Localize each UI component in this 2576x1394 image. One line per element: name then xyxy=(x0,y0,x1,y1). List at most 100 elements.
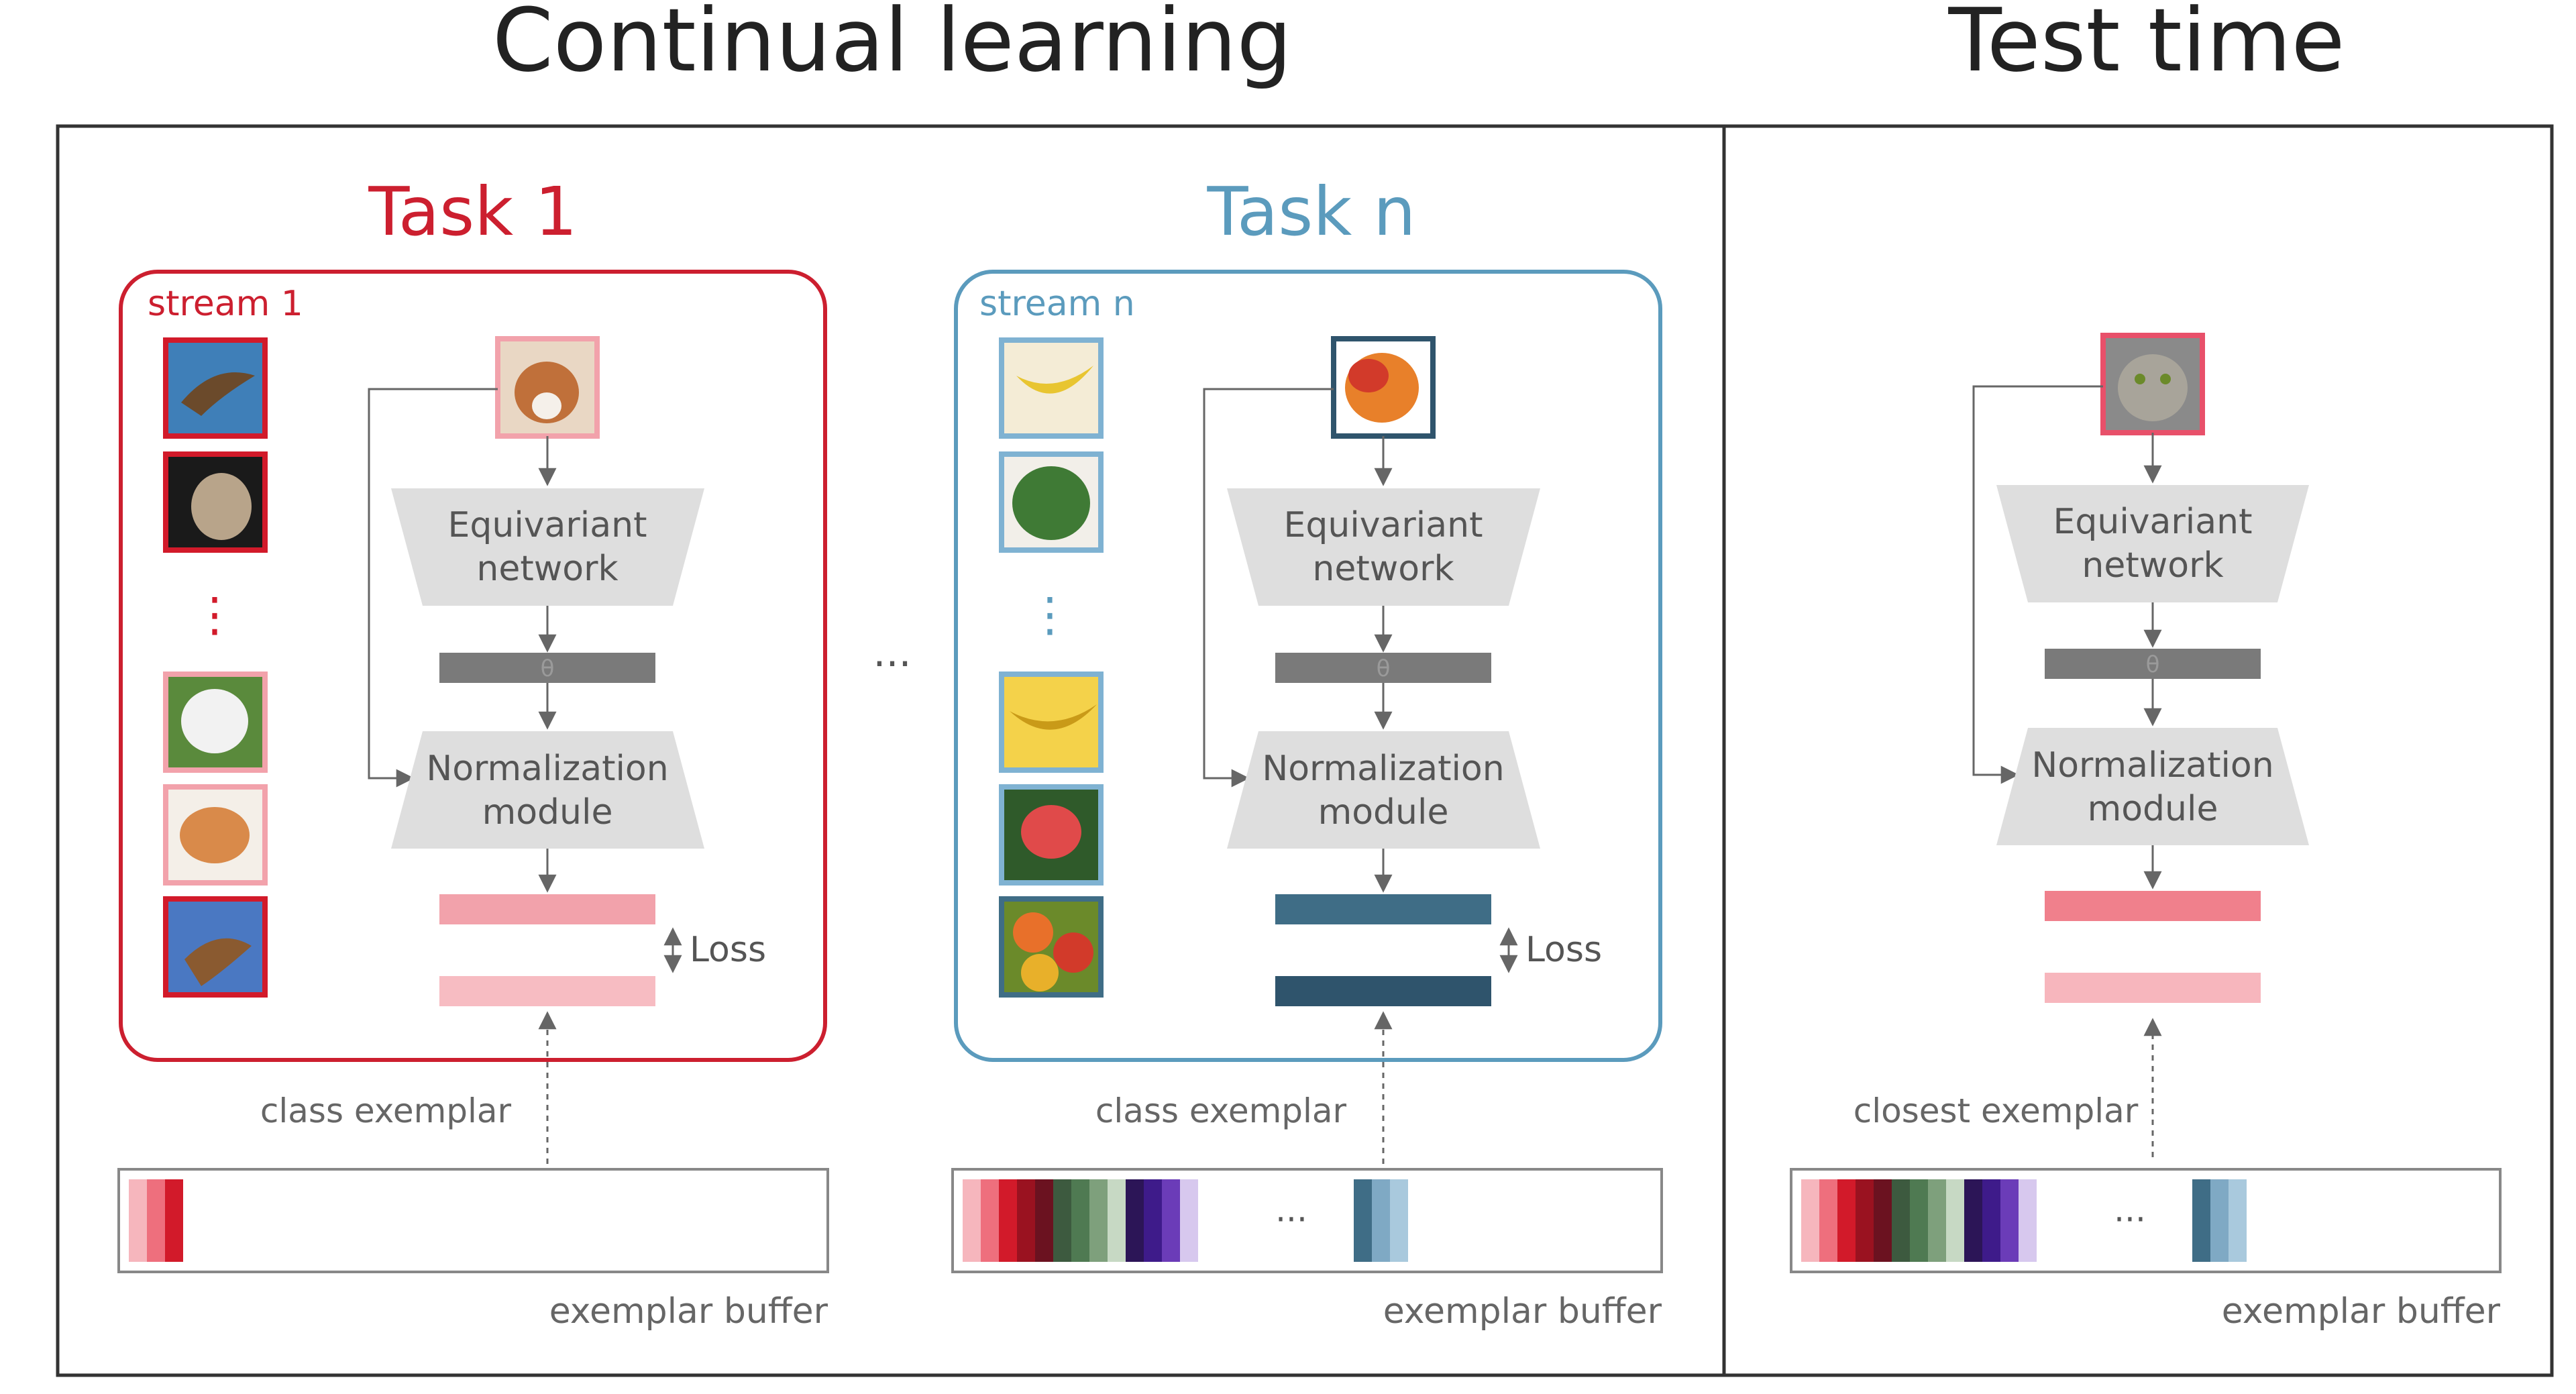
buffer-slot xyxy=(1035,1179,1053,1262)
stream-1-thumb-hawk xyxy=(163,337,268,439)
buffer-slot xyxy=(1892,1179,1910,1262)
buffer-slot xyxy=(1928,1179,1946,1262)
test-norm-line-2: module xyxy=(2088,789,2218,829)
task-n-loss-label: Loss xyxy=(1525,930,1602,970)
test-input-image xyxy=(2100,333,2205,435)
buffer-slot xyxy=(1071,1179,1089,1262)
test-network-line-1: Equivariant xyxy=(2053,502,2253,542)
stream-n-label: stream n xyxy=(979,284,1135,324)
buffer-slot xyxy=(1053,1179,1071,1262)
test-network-line-2: network xyxy=(2082,545,2223,586)
task-n-network-line-1: Equivariant xyxy=(1284,505,1483,545)
test-normalization-module xyxy=(1996,728,2309,845)
task-n-norm-line-2: module xyxy=(1318,792,1449,833)
stream-1-vertical-ellipsis: ⋮ xyxy=(191,587,238,642)
buffer-slot xyxy=(999,1179,1017,1262)
test-closest-embedding xyxy=(2045,973,2261,1003)
buffer-slot xyxy=(1144,1179,1162,1262)
buffer-slot xyxy=(2019,1179,2037,1262)
stream-n-thumb-watermelon xyxy=(999,451,1104,553)
buffer-slot xyxy=(2229,1179,2247,1262)
stream-1-thumb-cat-orange xyxy=(163,784,268,886)
stream-n-thumb-mango xyxy=(999,896,1104,998)
task-n-network-line-2: network xyxy=(1312,549,1454,589)
continual-learning-heading: Continual learning xyxy=(492,0,1292,91)
task-n-skip-arrow xyxy=(1203,388,1334,788)
test-skip-arrow xyxy=(1972,385,2103,784)
task-1-input-image xyxy=(495,336,600,439)
stream-n-box xyxy=(954,270,1662,1062)
buffer-slot xyxy=(1982,1179,2000,1262)
test-equivariant-network xyxy=(1996,485,2309,602)
task-1-exemplar-embedding xyxy=(439,976,655,1006)
stream-1-box xyxy=(119,270,827,1062)
buffer-slot xyxy=(1390,1179,1408,1262)
buffer-slot xyxy=(1910,1179,1928,1262)
test-buffer-ellipsis: ··· xyxy=(2114,1200,2146,1239)
task-1-theta-bar xyxy=(439,653,655,683)
task-1-norm-line-1: Normalization xyxy=(426,749,668,789)
task-n-exemplar-embedding xyxy=(1275,976,1491,1006)
buffer-slot xyxy=(2192,1179,2210,1262)
buffer-slot xyxy=(165,1179,183,1262)
task-1-normalization-module xyxy=(391,731,704,849)
buffer-slot xyxy=(1372,1179,1390,1262)
task-n-buffer-slots xyxy=(963,1179,1408,1262)
task-1-embedding xyxy=(439,894,655,924)
stream-n-thumb-banana xyxy=(999,337,1104,439)
buffer-slot xyxy=(1180,1179,1198,1262)
test-embedding xyxy=(2045,891,2261,921)
task-1-title: Task 1 xyxy=(368,172,577,251)
buffer-slot xyxy=(1108,1179,1126,1262)
test-time-panel: Equivariant network θ Normalization modu… xyxy=(1790,333,2502,1332)
task-1-network-line-2: network xyxy=(476,549,618,589)
buffer-slot xyxy=(1089,1179,1108,1262)
test-time-frame xyxy=(1722,124,2554,1377)
task-n-norm-line-1: Normalization xyxy=(1262,749,1504,789)
task-1-theta-symbol: θ xyxy=(541,655,555,682)
buffer-slot xyxy=(1874,1179,1892,1262)
task-n-normalization-module xyxy=(1227,731,1540,849)
test-time-heading: Test time xyxy=(1947,0,2345,91)
test-theta-bar xyxy=(2045,649,2261,679)
task-1-skip-arrow xyxy=(368,388,498,788)
task-1-equivariant-network xyxy=(391,488,704,606)
buffer-slot xyxy=(1354,1179,1372,1262)
buffer-slot xyxy=(1162,1179,1180,1262)
buffer-slot xyxy=(147,1179,165,1262)
stream-1-thumb-cat xyxy=(163,451,268,553)
buffer-slot xyxy=(1964,1179,1982,1262)
buffer-slot xyxy=(1126,1179,1144,1262)
test-theta-symbol: θ xyxy=(2146,651,2160,678)
task-1-norm-line-2: module xyxy=(482,792,613,833)
task-n-theta-bar xyxy=(1275,653,1491,683)
stream-1-label: stream 1 xyxy=(148,284,303,324)
stream-1-thumb-dog xyxy=(163,672,268,773)
stream-n-thumb-watermelon-2 xyxy=(999,784,1104,886)
task-1-loss-label: Loss xyxy=(690,930,766,970)
stream-n-vertical-ellipsis: ⋮ xyxy=(1026,587,1073,642)
buffer-slot xyxy=(2000,1179,2019,1262)
buffer-slot xyxy=(1837,1179,1856,1262)
task-n-panel: Task n stream n ⋮ xyxy=(951,172,1663,1332)
task-1-panel: Task 1 stream 1 ⋮ xyxy=(117,172,829,1332)
task-n-class-exemplar-label: class exemplar xyxy=(1095,1091,1347,1130)
task-n-input-image xyxy=(1331,336,1436,439)
task-n-theta-symbol: θ xyxy=(1377,655,1391,682)
test-buffer-label: exemplar buffer xyxy=(2222,1291,2501,1332)
test-closest-exemplar-label: closest exemplar xyxy=(1854,1091,2139,1130)
task-n-title: Task n xyxy=(1207,172,1416,251)
task-1-exemplar-buffer xyxy=(117,1168,829,1273)
task-1-class-exemplar-label: class exemplar xyxy=(260,1091,512,1130)
task-n-buffer-ellipsis: ··· xyxy=(1275,1200,1307,1239)
task-1-network-line-1: Equivariant xyxy=(448,505,647,545)
buffer-slot xyxy=(1946,1179,1964,1262)
task-1-buffer-label: exemplar buffer xyxy=(549,1291,828,1332)
buffer-slot xyxy=(963,1179,981,1262)
buffer-slot xyxy=(1856,1179,1874,1262)
task-n-buffer-label: exemplar buffer xyxy=(1383,1291,1662,1332)
test-buffer-slots xyxy=(1801,1179,2247,1262)
buffer-slot xyxy=(981,1179,999,1262)
buffer-slot xyxy=(1819,1179,1837,1262)
